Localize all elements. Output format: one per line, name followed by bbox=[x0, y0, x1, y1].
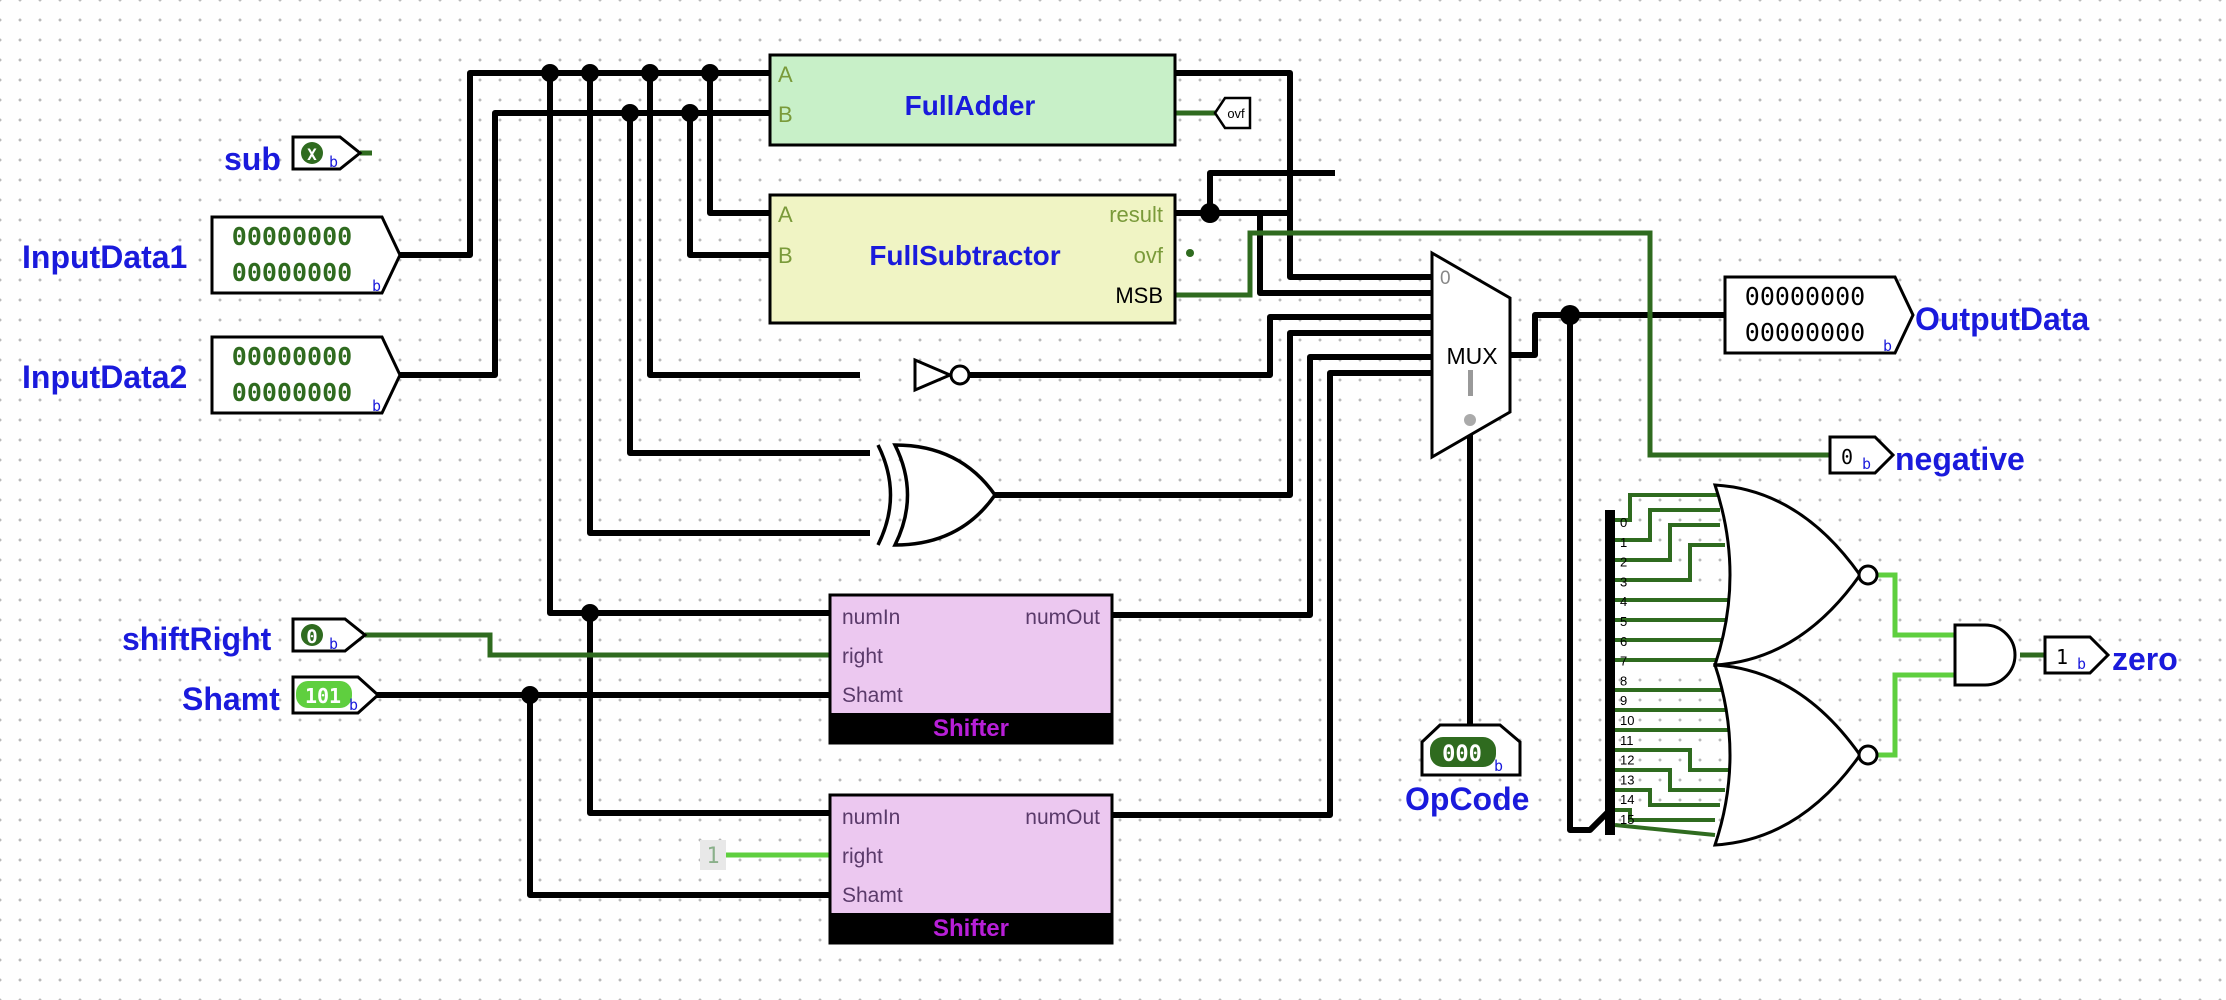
output-data-pin[interactable]: 00000000 00000000 b bbox=[1723, 275, 1915, 355]
splitter-bit-label: 2 bbox=[1620, 555, 1627, 570]
input-data1-row1: 00000000 bbox=[232, 222, 352, 251]
xor-gate[interactable] bbox=[876, 443, 998, 547]
shamt-label: Shamt bbox=[182, 681, 280, 717]
splitter-bit-label: 15 bbox=[1620, 812, 1634, 827]
output-data-row1: 00000000 bbox=[1745, 282, 1865, 311]
splitter-bit-label: 12 bbox=[1620, 753, 1634, 768]
full-subtractor-pin-ovf: ovf bbox=[1134, 243, 1164, 268]
input-data1-pin[interactable]: 00000000 00000000 b bbox=[210, 215, 402, 295]
sub-suffix: b bbox=[329, 153, 338, 171]
shifter-2[interactable]: numIn right Shamt numOut Shifter bbox=[828, 793, 1114, 945]
full-subtractor-pin-a: A bbox=[778, 202, 793, 227]
input-data1-row2: 00000000 bbox=[232, 258, 352, 287]
shifter-2-pin-shamt: Shamt bbox=[842, 884, 903, 907]
shifter-1[interactable]: numIn right Shamt numOut Shifter bbox=[828, 593, 1114, 745]
zero-output-pin[interactable]: 1 b bbox=[2043, 635, 2111, 675]
constant-one-value: 1 bbox=[706, 844, 719, 869]
shifter-2-pin-right: right bbox=[842, 845, 883, 868]
splitter-bit-label: 8 bbox=[1620, 673, 1627, 688]
output-data-row2: 00000000 bbox=[1745, 318, 1865, 347]
splitter-bit-label: 0 bbox=[1620, 515, 1627, 530]
shift-right-suffix: b bbox=[329, 635, 338, 653]
input-data2-row2: 00000000 bbox=[232, 378, 352, 407]
splitter-bit-label: 11 bbox=[1620, 733, 1634, 748]
zero-value: 1 bbox=[2056, 645, 2068, 669]
full-adder-title: FullAdder bbox=[905, 90, 1036, 121]
splitter-bit-label: 10 bbox=[1620, 713, 1634, 728]
zero-label: zero bbox=[2112, 641, 2178, 677]
shifter-1-pin-numin: numIn bbox=[842, 606, 900, 629]
shamt-value: 101 bbox=[305, 684, 341, 708]
or-gate-upper[interactable] bbox=[1712, 483, 1879, 667]
bit-wires bbox=[360, 110, 2045, 858]
splitter-bit-label: 7 bbox=[1620, 654, 1627, 669]
bus-wires bbox=[360, 70, 1725, 898]
mux[interactable]: 0 MUX bbox=[1430, 250, 1512, 460]
shifter-2-title: Shifter bbox=[933, 915, 1009, 942]
input-data2-suffix: b bbox=[372, 397, 381, 415]
shamt-input-pin[interactable]: 101 b bbox=[291, 675, 381, 715]
input-data1-suffix: b bbox=[372, 277, 381, 295]
shifter-1-title: Shifter bbox=[933, 715, 1009, 742]
input-data2-label: InputData2 bbox=[22, 359, 187, 395]
opcode-suffix: b bbox=[1494, 757, 1503, 775]
shifter-1-pin-shamt: Shamt bbox=[842, 684, 903, 707]
splitter-bit-label: 4 bbox=[1620, 594, 1627, 609]
shifter-2-pin-numin: numIn bbox=[842, 806, 900, 829]
input-data2-row1: 00000000 bbox=[232, 342, 352, 371]
full-subtractor-pin-msb: MSB bbox=[1115, 283, 1163, 308]
not-gate[interactable] bbox=[913, 357, 971, 393]
negative-suffix: b bbox=[1862, 455, 1871, 473]
negative-value: 0 bbox=[1841, 445, 1853, 469]
sub-label: sub bbox=[224, 141, 281, 177]
shifter-1-pin-numout: numOut bbox=[1025, 606, 1100, 629]
opcode-value: 000 bbox=[1442, 742, 1482, 767]
zero-suffix: b bbox=[2077, 655, 2086, 673]
mux-title: MUX bbox=[1446, 343, 1497, 369]
shamt-suffix: b bbox=[349, 696, 358, 714]
sub-input-pin[interactable]: X b bbox=[291, 135, 363, 171]
negative-output-pin[interactable]: 0 b bbox=[1828, 435, 1896, 475]
full-subtractor-title: FullSubtractor bbox=[869, 240, 1060, 271]
input-data2-pin[interactable]: 00000000 00000000 b bbox=[210, 335, 402, 415]
or-gate-lower[interactable] bbox=[1712, 663, 1879, 847]
constant-one: 1 bbox=[700, 840, 726, 870]
mux-sel0: 0 bbox=[1440, 268, 1451, 289]
full-adder[interactable]: A B FullAdder bbox=[768, 53, 1177, 147]
shifter-2-pin-numout: numOut bbox=[1025, 806, 1100, 829]
splitter-bit-label: 9 bbox=[1620, 693, 1627, 708]
junction-dots bbox=[521, 64, 1580, 704]
shift-right-input-pin[interactable]: 0 b bbox=[291, 617, 368, 653]
negative-label: negative bbox=[1895, 441, 2025, 477]
sub-value: X bbox=[307, 145, 317, 164]
full-adder-ovf-tag: ovf bbox=[1213, 96, 1252, 130]
splitter-bit-label: 14 bbox=[1620, 792, 1634, 807]
shift-right-value: 0 bbox=[306, 626, 317, 648]
input-data1-label: InputData1 bbox=[22, 239, 187, 275]
splitter-bit-label: 13 bbox=[1620, 772, 1634, 787]
full-subtractor[interactable]: A B result ovf MSB FullSubtractor bbox=[768, 193, 1177, 325]
splitter-bit-label: 6 bbox=[1620, 634, 1627, 649]
and-gate[interactable] bbox=[1953, 623, 2017, 687]
shifter-1-pin-right: right bbox=[842, 645, 883, 668]
splitter-bit-label: 1 bbox=[1620, 535, 1627, 550]
full-adder-pin-b: B bbox=[778, 102, 793, 127]
full-subtractor-pin-b: B bbox=[778, 243, 793, 268]
splitter-bit-label: 5 bbox=[1620, 614, 1627, 629]
shift-right-label: shiftRight bbox=[122, 621, 272, 657]
opcode-label: OpCode bbox=[1405, 781, 1529, 817]
full-adder-ovf-text: ovf bbox=[1227, 106, 1245, 121]
opcode-input-pin[interactable]: 000 b bbox=[1420, 723, 1522, 777]
output-data-label: OutputData bbox=[1915, 301, 2089, 337]
splitter-fan bbox=[1614, 493, 1732, 837]
splitter-bit-label: 3 bbox=[1620, 574, 1627, 589]
output-data-suffix: b bbox=[1883, 337, 1892, 355]
full-adder-pin-a: A bbox=[778, 62, 793, 87]
full-subtractor-pin-result: result bbox=[1109, 202, 1163, 227]
